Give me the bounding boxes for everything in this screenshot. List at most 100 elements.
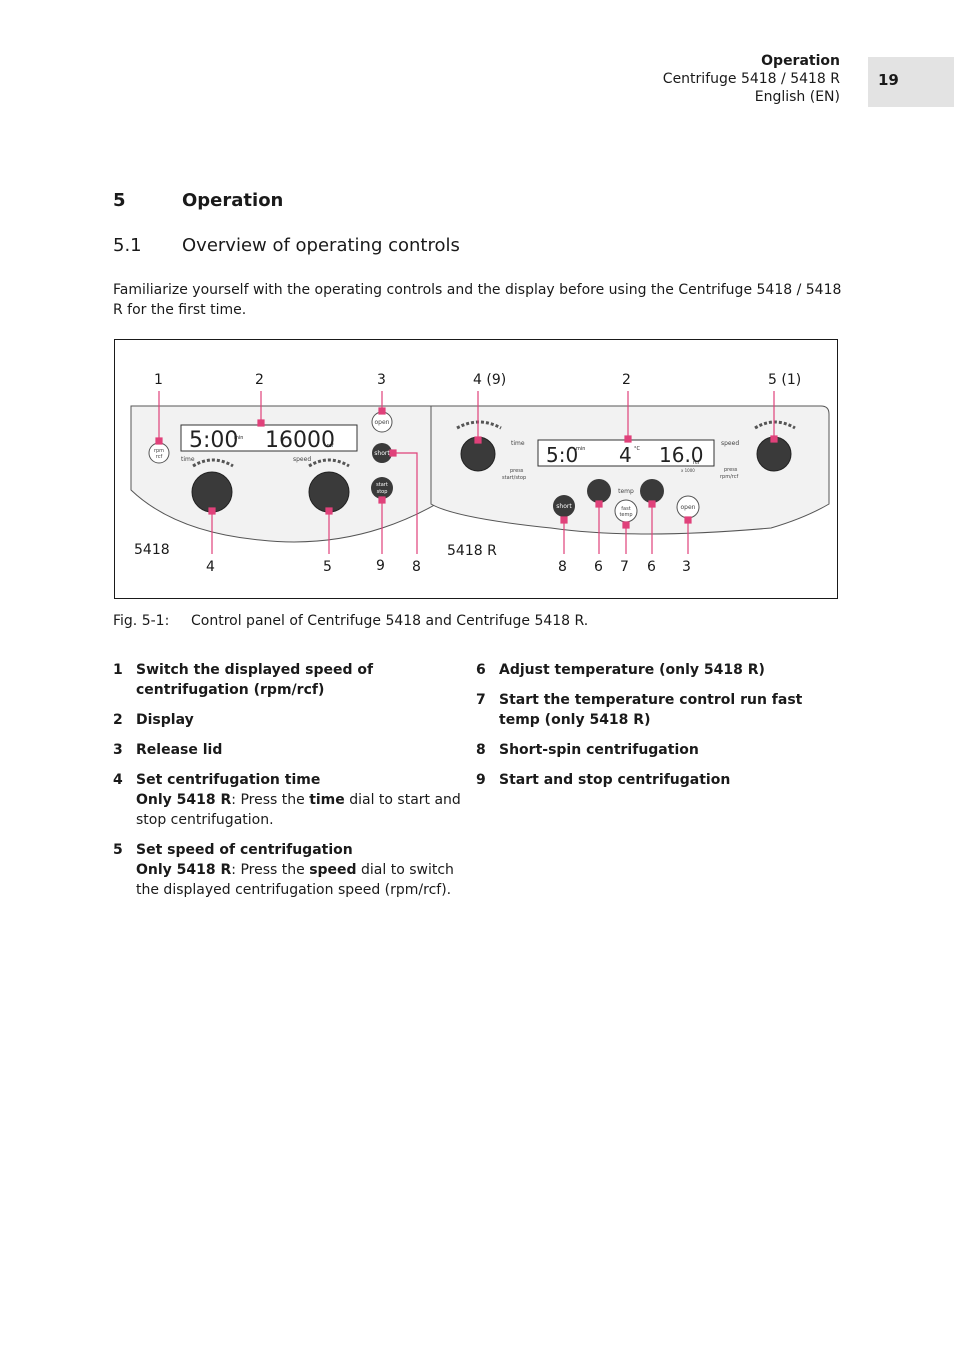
model-label-5418r: 5418 R [447,543,497,559]
callout-5-1: 5 (1) [768,372,801,388]
legend-number: 3 [113,742,123,758]
short-button-5418[interactable] [372,443,392,463]
legend-number: 8 [476,742,486,758]
open-label-5418: open [375,419,390,426]
start-label-5418: start [376,482,388,488]
callout-5: 5 [323,559,332,575]
speed-label-5418r: speed [721,440,739,447]
legend-title: Set centrifugation time [136,772,321,788]
callout-numbers-5418r: 4 (9) 2 5 (1) 8 6 7 6 3 [473,372,801,575]
legend-number: 7 [476,692,486,708]
legend-desc-text: dial to switch the displayed centrifugat… [136,862,454,898]
start-stop-label: start/stop [502,475,526,481]
display-5418r-temp: 4 [619,443,632,467]
callout-3-r: 3 [682,559,691,575]
legend-desc-text: : Press the [231,862,310,878]
legend-number: 2 [113,712,123,728]
callout-2: 2 [255,372,264,388]
time-arc-5418r [456,420,502,430]
legend-right: 6 Adjust temperature (only 5418 R) 7 Sta… [476,660,836,800]
display-5418r-time: 5:0 [546,443,578,467]
time-label-5418r: time [511,440,525,447]
time-knob-5418[interactable] [191,471,233,513]
legend-item: 6 Adjust temperature (only 5418 R) [476,660,836,680]
legend-item: 3 Release lid [113,740,473,760]
subsection-title: Overview of operating controls [182,235,460,256]
rpm-label: rpm [154,448,164,454]
temp-down-knob[interactable] [587,479,611,503]
legend-number: 4 [113,772,123,788]
callout-1: 1 [154,372,163,388]
legend-item: 9 Start and stop centrifugation [476,770,836,790]
display-5418 [180,424,358,452]
legend-description: Only 5418 R: Press the time dial to star… [136,790,473,830]
legend-number: 9 [476,772,486,788]
press-label-left: press [510,468,524,474]
fast-label: fast [621,506,630,512]
control-panel-illustration: 5:00 min 16000 rcf rpm rcf time speed op… [130,372,830,575]
header-product: Centrifuge 5418 / 5418 R [662,71,840,87]
header-language: English (EN) [754,89,840,105]
start-stop-button-5418[interactable] [371,477,393,499]
legend-item: 2 Display [113,710,473,730]
legend-title: Set speed of centrifugation [136,842,353,858]
display-5418-speed: 16000 [265,428,335,453]
rcf-label: rcf [156,454,163,460]
legend-desc-dial: speed [309,862,357,878]
time-label-5418: time [181,456,195,463]
legend-title: Display [136,712,194,728]
legend-title: Short-spin centrifugation [499,742,699,758]
legend-desc-model: Only 5418 R [136,792,232,808]
rpm-rcf-label: rpm/rcf [720,474,738,480]
legend-item: 1 Switch the displayed speed of centrifu… [113,660,473,700]
page-tab: 19 [868,57,954,107]
legend-desc-dial: time [309,792,345,808]
legend-title: Start and stop centrifugation [499,772,731,788]
press-label-right: press [724,467,738,473]
legend-item: 5 Set speed of centrifugation Only 5418 … [113,840,473,900]
figure-caption: Fig. 5-1: Control panel of Centrifuge 54… [113,613,588,629]
temp-label: temp [618,488,634,495]
legend-desc-text: : Press the [231,792,310,808]
legend-desc-model: Only 5418 R [136,862,232,878]
display-5418r-speed-unit: rcf [693,460,700,466]
display-5418-speed-unit: rcf [327,443,334,449]
legend-item: 4 Set centrifugation time Only 5418 R: P… [113,770,473,830]
callout-8: 8 [412,559,421,575]
legend-number: 5 [113,842,123,858]
section-title: Operation [182,190,284,211]
callout-6-b: 6 [647,559,656,575]
callout-2-r: 2 [622,372,631,388]
callouts-5418 [155,391,418,554]
display-5418-time-unit: min [234,435,243,441]
open-label-5418r: open [681,504,696,511]
subsection-number: 5.1 [113,235,142,256]
temp-up-knob[interactable] [640,479,664,503]
page-number: 19 [878,71,899,89]
speed-label-5418: speed [293,456,311,463]
speed-knob-5418[interactable] [308,471,350,513]
legend-title: Release lid [136,742,223,758]
control-panel-figure: 5:00 min 16000 rcf rpm rcf time speed op… [114,339,838,599]
legend-title: Switch the displayed speed of centrifuga… [136,662,374,698]
speed-arc-5418r [754,420,796,430]
display-5418r [537,439,715,467]
callout-8-r: 8 [558,559,567,575]
running-header: Operation Centrifuge 5418 / 5418 R Engli… [663,52,840,106]
display-5418r-temp-unit: °C [634,446,641,452]
legend-description: Only 5418 R: Press the speed dial to swi… [136,860,473,900]
panel-5418r-outline [430,405,830,535]
legend-title: Start the temperature control run fast t… [499,692,803,728]
short-button-5418r[interactable] [553,495,575,517]
short-label-5418r: short [556,503,572,510]
short-label-5418: short [374,450,390,457]
fast-temp-label: temp [619,512,632,518]
legend-number: 1 [113,662,123,678]
callout-4-9: 4 (9) [473,372,506,388]
callout-9: 9 [376,558,385,574]
legend-item: 7 Start the temperature control run fast… [476,690,836,730]
caption-label: Fig. 5-1: [113,613,170,629]
model-label-5418: 5418 [134,542,170,558]
caption-text: Control panel of Centrifuge 5418 and Cen… [191,613,589,629]
display-5418r-speed: 16.0 [659,443,704,467]
